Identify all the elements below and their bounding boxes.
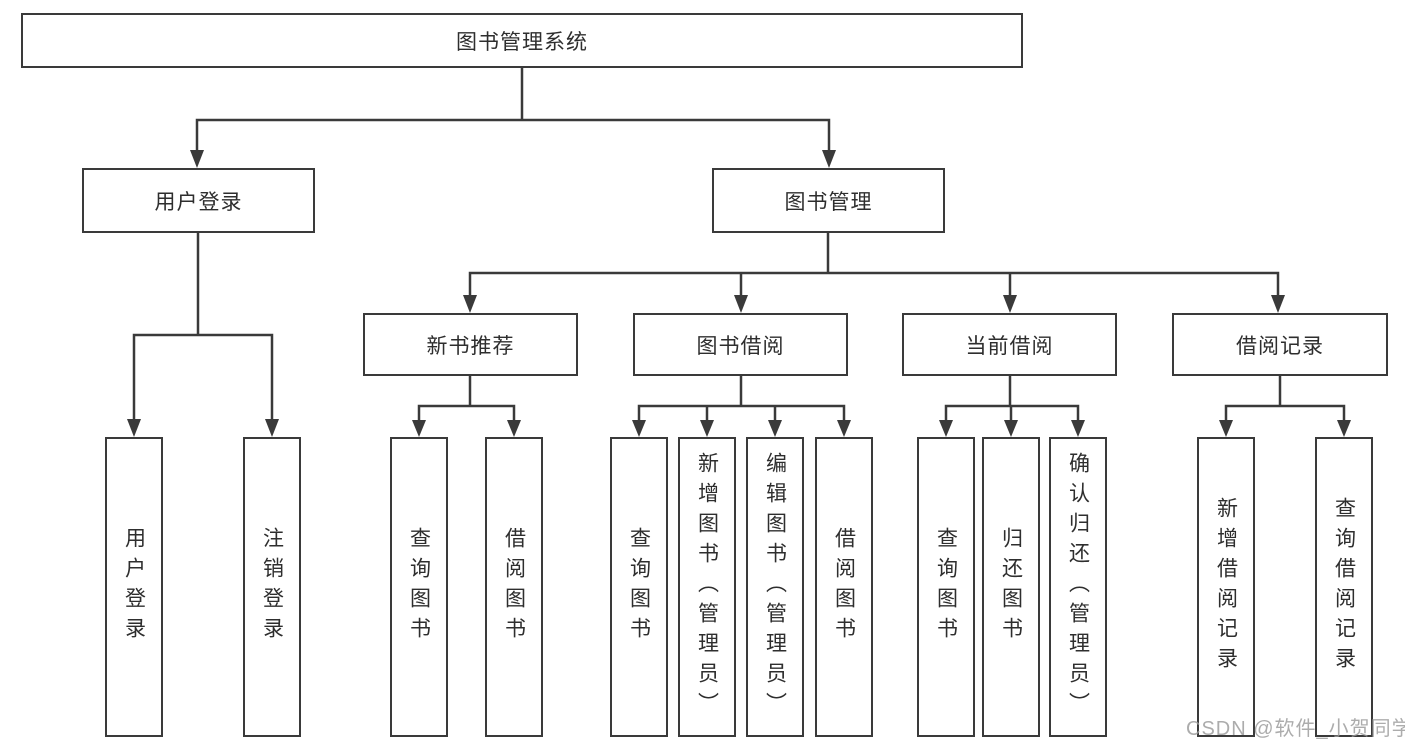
leaf-query-books-current: 查询图书: [917, 437, 975, 737]
leaf-query-books-recommend: 查询图书: [390, 437, 448, 737]
leaf-query-books-current-label: 查询图书: [934, 527, 958, 647]
connector-newbook-cross: [417, 404, 516, 421]
leaf-query-borrow-record: 查询借阅记录: [1315, 437, 1373, 737]
node-current-borrow-label: 当前借阅: [965, 334, 1054, 358]
leaf-query-books-recommend-label: 查询图书: [407, 527, 431, 647]
leaf-user-login-label: 用户登录: [122, 527, 146, 647]
node-borrow-records-label: 借阅记录: [1236, 334, 1324, 358]
leaf-edit-book-admin-label: 编辑图书（管理员）: [763, 452, 787, 722]
leaf-confirm-return-admin-label: 确认归还（管理员）: [1066, 452, 1090, 722]
node-new-book-recommend-label: 新书推荐: [426, 334, 515, 358]
leaf-confirm-return-admin: 确认归还（管理员）: [1049, 437, 1107, 737]
leaf-borrow-books-recommend: 借阅图书: [485, 437, 543, 737]
connector-bookmgmt-cross: [468, 271, 1280, 296]
leaf-add-book-admin-label: 新增图书（管理员）: [695, 452, 719, 722]
node-current-borrow: 当前借阅: [902, 313, 1117, 376]
leaf-query-books-borrow: 查询图书: [610, 437, 668, 737]
node-borrow-records: 借阅记录: [1172, 313, 1388, 376]
leaf-add-borrow-record: 新增借阅记录: [1197, 437, 1255, 737]
node-user-login: 用户登录: [82, 168, 315, 233]
leaf-logout-label: 注销登录: [260, 527, 284, 647]
leaf-logout: 注销登录: [243, 437, 301, 737]
leaf-borrow-books: 借阅图书: [815, 437, 873, 737]
connector-records-cross: [1224, 404, 1346, 421]
leaf-add-borrow-record-label: 新增借阅记录: [1214, 497, 1238, 677]
connector-userlogin-cross: [132, 333, 274, 420]
node-book-borrow: 图书借阅: [633, 313, 848, 376]
node-root-label: 图书管理系统: [456, 30, 588, 54]
node-book-borrow-label: 图书借阅: [696, 334, 785, 358]
node-root: 图书管理系统: [21, 13, 1023, 68]
leaf-add-book-admin: 新增图书（管理员）: [678, 437, 736, 737]
leaf-borrow-books-recommend-label: 借阅图书: [502, 527, 526, 647]
connector-bookborrow-cross: [637, 404, 846, 421]
node-book-management: 图书管理: [712, 168, 945, 233]
leaf-query-books-borrow-label: 查询图书: [627, 527, 651, 647]
leaf-edit-book-admin: 编辑图书（管理员）: [746, 437, 804, 737]
leaf-borrow-books-label: 借阅图书: [832, 527, 856, 647]
leaf-return-book: 归还图书: [982, 437, 1040, 737]
node-user-login-label: 用户登录: [154, 190, 243, 214]
leaf-return-book-label: 归还图书: [999, 527, 1023, 647]
arrowheads: [127, 150, 1351, 437]
node-book-management-label: 图书管理: [784, 190, 873, 214]
node-new-book-recommend: 新书推荐: [363, 313, 578, 376]
connector-root-cross: [195, 118, 831, 151]
leaf-query-borrow-record-label: 查询借阅记录: [1332, 497, 1356, 677]
watermark: CSDN @软件_小贺同学: [1186, 718, 1405, 740]
leaf-user-login: 用户登录: [105, 437, 163, 737]
